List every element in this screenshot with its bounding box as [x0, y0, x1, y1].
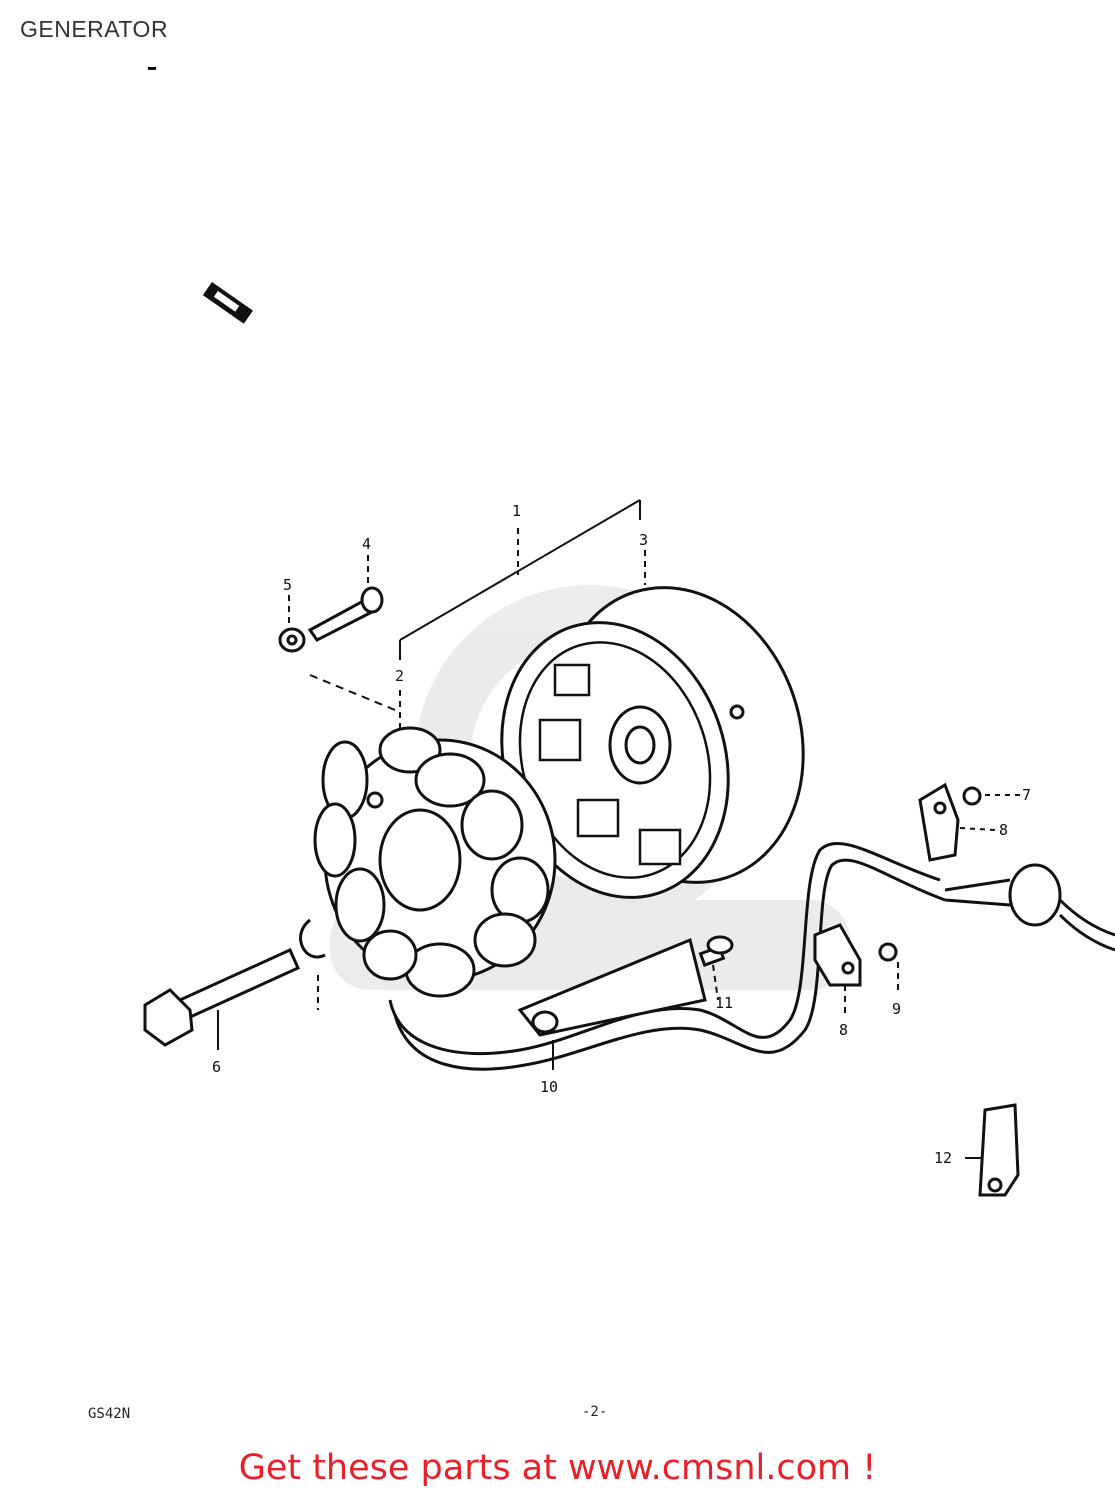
- bolt-short: [307, 586, 384, 642]
- screw: [698, 935, 734, 967]
- bracket-12: [978, 1103, 1020, 1197]
- page-title: GENERATOR: [20, 16, 169, 42]
- rotor-flywheel: [500, 586, 805, 899]
- wiring-harness: [388, 841, 1115, 1071]
- callout-5: 5: [283, 576, 292, 594]
- callout-9: 9: [892, 1000, 901, 1018]
- callout-7: 7: [1022, 786, 1031, 804]
- circlip: [299, 918, 326, 959]
- stator-coil: [313, 726, 557, 998]
- callout-2: 2: [395, 667, 404, 685]
- callout-3: 3: [639, 531, 648, 549]
- model-code: GS42N: [88, 1406, 131, 1422]
- callout-8-upper: 8: [999, 821, 1008, 839]
- small-clip-part: [202, 282, 253, 324]
- bolt-long: [143, 948, 300, 1047]
- bracket-upper: [918, 782, 960, 862]
- callout-10: 10: [540, 1078, 558, 1096]
- promo-banner: Get these parts at www.cmsnl.com !: [0, 1448, 1115, 1488]
- harness-clamp: [517, 937, 707, 1037]
- screw-upper: [962, 786, 982, 806]
- callout-4: 4: [362, 535, 371, 553]
- callout-1: 1: [512, 502, 521, 520]
- screw-lower: [878, 942, 898, 962]
- callout-11: 11: [715, 994, 733, 1012]
- washer: [278, 627, 306, 653]
- promo-link[interactable]: Get these parts at www.cmsnl.com !: [238, 1448, 877, 1488]
- callout-8-lower: 8: [839, 1021, 848, 1039]
- bracket-lower: [813, 923, 862, 987]
- stray-mark: [148, 67, 156, 70]
- callout-6: 6: [212, 1058, 221, 1076]
- callout-12: 12: [934, 1149, 952, 1167]
- page-number: -2-: [582, 1404, 608, 1420]
